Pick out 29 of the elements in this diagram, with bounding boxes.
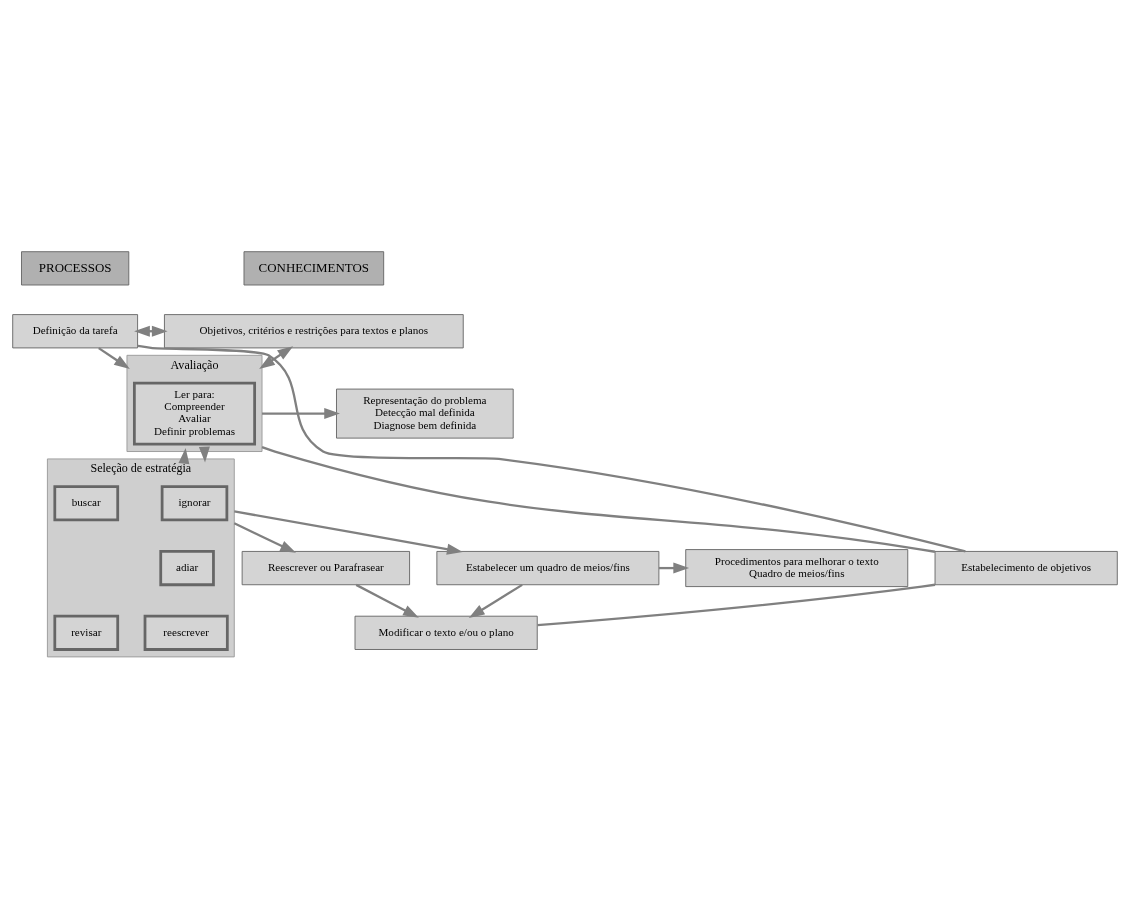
node-box: Reescrever ou Parafrasear	[241, 550, 411, 586]
node-box: Objetivos, critérios e restrições para textos e planos	[163, 314, 464, 349]
node-box: Definição da tarefa	[12, 314, 139, 349]
node-box: buscar	[53, 485, 120, 522]
arrow	[468, 583, 523, 618]
arrow	[134, 325, 168, 337]
node-box: PROCESSOS	[21, 251, 130, 286]
arrow	[259, 346, 294, 370]
node-box: Procedimentos para melhorar o texto Quadro de meios/fins	[685, 549, 909, 588]
connector	[137, 344, 966, 553]
arrow	[233, 522, 296, 553]
node-box: reescrever	[143, 614, 229, 651]
node-box: Ler para: Compreender Avaliar Definir problemas	[132, 381, 256, 446]
node-box: Estabelecimento de objetivos	[934, 550, 1118, 586]
node-box: adiar	[159, 550, 215, 587]
node-box: Modificar o texto e/ou o plano	[354, 615, 538, 650]
connector	[537, 583, 936, 627]
arrow	[262, 408, 340, 420]
node-box: revisar	[53, 614, 120, 651]
arrow	[198, 446, 210, 463]
node-box: CONHECIMENTOS	[243, 251, 385, 286]
arrow	[98, 347, 130, 370]
arrow	[234, 510, 463, 555]
node-box: Estabelecer um quadro de meios/fins	[436, 550, 660, 586]
arrow	[178, 448, 190, 465]
node-box: Representação do problema Detecção mal definida Diagnose bem definida	[336, 388, 514, 439]
arrow	[355, 583, 419, 618]
connector	[261, 446, 936, 553]
node-box: ignorar	[160, 485, 229, 522]
